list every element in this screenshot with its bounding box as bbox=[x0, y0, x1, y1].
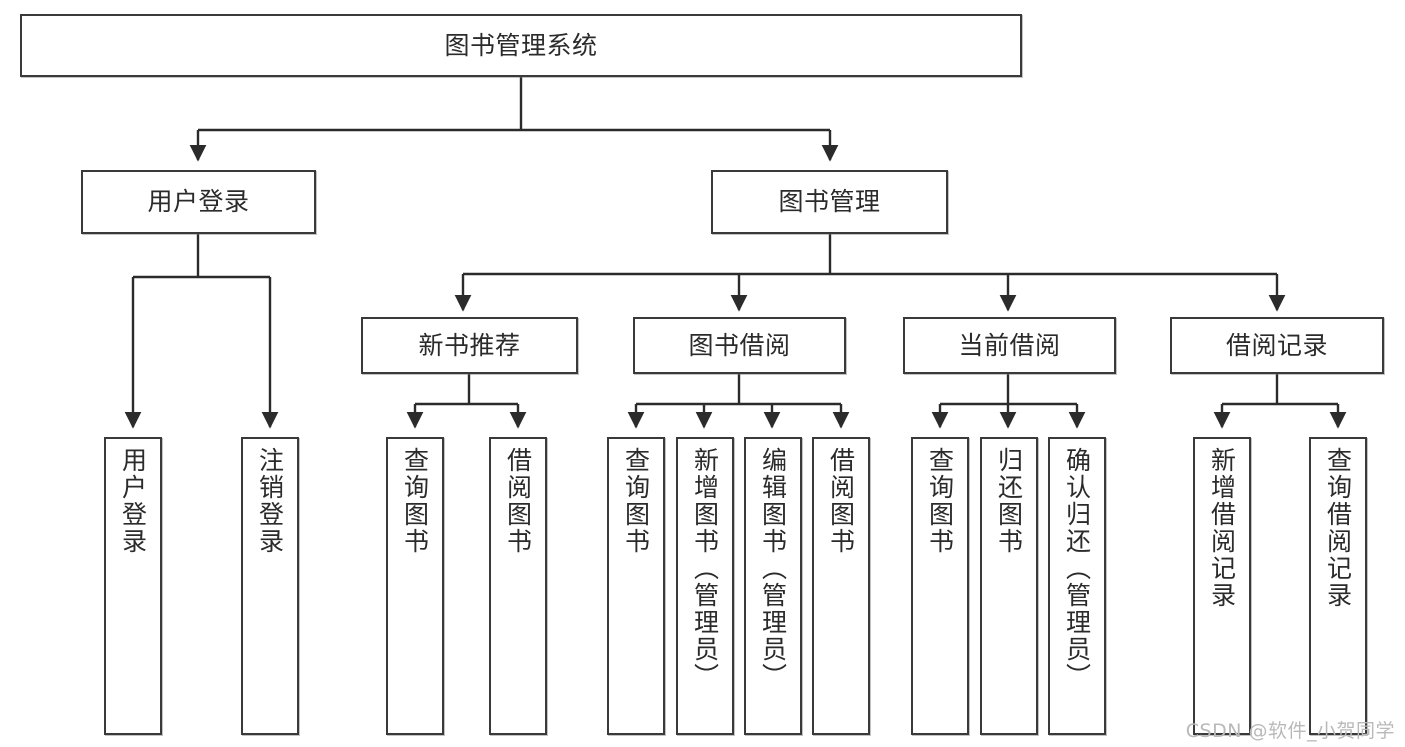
leaf-query-book-recommend[interactable]: 查询图书 bbox=[386, 437, 444, 735]
node-book-management[interactable]: 图书管理 bbox=[711, 170, 948, 234]
leaf-add-borrow-record[interactable]: 新增借阅记录 bbox=[1193, 437, 1251, 735]
node-label: 图书管理系统 bbox=[444, 30, 598, 60]
node-current-borrow[interactable]: 当前借阅 bbox=[903, 317, 1116, 374]
node-label: 当前借阅 bbox=[958, 330, 1061, 360]
leaf-query-book-current[interactable]: 查询图书 bbox=[911, 437, 969, 735]
node-label: 新增借阅记录 bbox=[1207, 447, 1237, 609]
node-label: 查询借阅记录 bbox=[1323, 447, 1353, 609]
csdn-watermark: CSDN @软件_小贺同学 bbox=[1185, 720, 1395, 742]
node-label: 新书推荐 bbox=[418, 330, 521, 360]
leaf-confirm-return-admin[interactable]: 确认归还（管理员） bbox=[1048, 437, 1106, 735]
node-label: 图书借阅 bbox=[688, 330, 791, 360]
leaf-logout-login[interactable]: 注销登录 bbox=[241, 437, 299, 735]
leaf-user-login[interactable]: 用户登录 bbox=[104, 437, 162, 735]
node-label: 用户登录 bbox=[147, 187, 250, 217]
leaf-add-book-admin[interactable]: 新增图书（管理员） bbox=[676, 437, 734, 735]
node-label: 确认归还（管理员） bbox=[1062, 447, 1092, 690]
node-root-system[interactable]: 图书管理系统 bbox=[20, 14, 1022, 77]
leaf-edit-book-admin[interactable]: 编辑图书（管理员） bbox=[744, 437, 802, 735]
node-new-book-recommend[interactable]: 新书推荐 bbox=[361, 317, 578, 374]
node-label: 用户登录 bbox=[118, 447, 148, 555]
node-book-borrow[interactable]: 图书借阅 bbox=[633, 317, 846, 374]
node-label: 新增图书（管理员） bbox=[690, 447, 720, 690]
leaf-query-book-borrow[interactable]: 查询图书 bbox=[607, 437, 665, 735]
node-label: 借阅记录 bbox=[1225, 330, 1328, 360]
node-label: 查询图书 bbox=[925, 447, 955, 555]
node-borrow-record[interactable]: 借阅记录 bbox=[1170, 317, 1384, 374]
node-label: 编辑图书（管理员） bbox=[758, 447, 788, 690]
node-label: 借阅图书 bbox=[503, 447, 533, 555]
node-label: 注销登录 bbox=[255, 447, 285, 555]
node-label: 图书管理 bbox=[778, 187, 881, 217]
node-label: 查询图书 bbox=[400, 447, 430, 555]
node-label: 归还图书 bbox=[994, 447, 1024, 555]
leaf-borrow-book[interactable]: 借阅图书 bbox=[812, 437, 870, 735]
leaf-borrow-book-recommend[interactable]: 借阅图书 bbox=[489, 437, 547, 735]
leaf-return-book[interactable]: 归还图书 bbox=[980, 437, 1038, 735]
node-user-login[interactable]: 用户登录 bbox=[81, 170, 316, 234]
node-label: 查询图书 bbox=[621, 447, 651, 555]
leaf-query-borrow-record[interactable]: 查询借阅记录 bbox=[1309, 437, 1367, 735]
node-label: 借阅图书 bbox=[826, 447, 856, 555]
